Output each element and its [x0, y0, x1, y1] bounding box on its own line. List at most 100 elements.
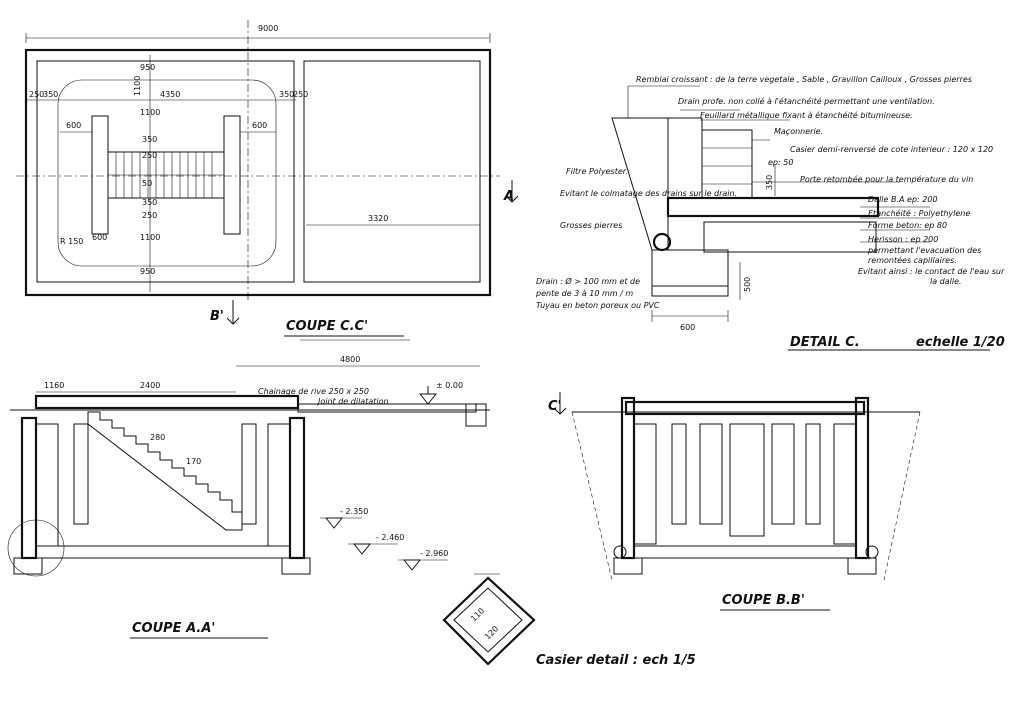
detail-drain-pipe	[652, 232, 672, 252]
aa-chainage: Chainage de rive 250 x 250	[258, 387, 369, 396]
detail-c-title: DETAIL C.	[790, 335, 860, 350]
detail-c-scale: echelle 1/20	[916, 335, 1005, 350]
note-drain2c: Tuyau en beton poreux ou PVC	[536, 301, 660, 310]
dim-350l: 350	[43, 90, 58, 99]
aa-joint: Joint de dilatation	[316, 397, 389, 406]
note-etancheite: Etanchéité : Polyethylene	[868, 208, 970, 218]
level-marker-zero	[418, 386, 438, 405]
note-drain: Drain profe. non collé à l'étanchéité pe…	[678, 96, 935, 106]
aa-top-slab	[34, 394, 300, 410]
detail-slab	[666, 196, 880, 218]
casier-dim-110: 110	[469, 606, 486, 623]
dim-detail-500: 500	[743, 277, 752, 292]
note-dalle: Dalle B.A ep: 200	[868, 195, 938, 204]
aa-terrace-slab	[297, 403, 477, 413]
section-aa-title: COUPE A.A'	[132, 621, 215, 636]
dim-600c: 600	[92, 233, 107, 242]
aa-rack-left-cross	[73, 423, 89, 525]
bb-rack-6	[833, 423, 857, 545]
plan-stair-steps	[108, 152, 224, 198]
casier-title: Casier detail : ech 1/5	[536, 653, 696, 668]
dim-4350: 4350	[160, 90, 180, 99]
bb-stair-center	[729, 423, 765, 537]
bb-rack-1	[633, 423, 657, 545]
section-marker-b-arrow	[226, 300, 240, 325]
note-herisson-4: la dalle.	[930, 277, 962, 286]
bb-rack-2	[671, 423, 687, 525]
dim-950a: 950	[140, 63, 155, 72]
detail-stone-backfill	[611, 117, 669, 251]
bb-wall-left	[620, 396, 636, 560]
note-filtre: Filtre Polyester.	[566, 167, 628, 176]
dim-350a: 350	[142, 135, 157, 144]
dim-250l: 250	[29, 90, 44, 99]
dim-1100b: 1100	[140, 233, 160, 242]
dim-50: 50	[142, 179, 152, 188]
bb-excavation-left	[571, 411, 613, 581]
note-porte: Porte retombée pour la température du vi…	[800, 174, 973, 184]
plan-view: 9000 950 1100 350 250 50 350 250 1100 95…	[16, 20, 519, 341]
aa-rack-right-brick	[267, 423, 291, 547]
dim-detail-600: 600	[680, 323, 695, 332]
aa-footing-left	[13, 557, 43, 575]
plan-dimension-lines	[16, 20, 500, 300]
casier-detail: 110 120 Casier detail : ech 1/5	[442, 573, 696, 668]
casier-dim-120: 120	[483, 624, 500, 641]
dim-1100a: 1100	[140, 108, 160, 117]
section-aa: 1160 2400 4800 280 170 Chainage de rive …	[7, 355, 567, 639]
note-remblai: Remblai croissant : de la terre vegetale…	[636, 75, 972, 84]
section-marker-a-arrow	[505, 180, 519, 203]
dim-r150: R 150	[60, 237, 83, 246]
detail-leader-lines	[627, 85, 930, 322]
note-maconnerie: Maçonnerie.	[774, 127, 823, 136]
note-herisson-3: Evitant ainsi : le contact de l'eau sur	[858, 267, 1005, 276]
note-drain2b: pente de 3 à 10 mm / m	[535, 289, 633, 298]
bb-drain-left	[613, 545, 627, 559]
aa-wall-left	[20, 416, 38, 560]
dim-250r: 250	[293, 90, 308, 99]
dim-total: 9000	[258, 24, 278, 33]
bb-footing-right	[847, 557, 877, 575]
aa-footing-right	[281, 557, 311, 575]
bb-drain-right	[865, 545, 879, 559]
detail-casier	[701, 129, 753, 199]
level-1: - 2.350	[340, 507, 368, 516]
note-drain2: Drain : Ø > 100 mm et de	[536, 276, 640, 286]
plan-outer-wall	[24, 48, 492, 297]
level-3: - 2.960	[420, 549, 448, 558]
note-feuillard: Feuillard métallique fixant à étanchéité…	[700, 110, 913, 120]
note-grosses-pierres: Grosses pierres	[560, 221, 622, 230]
bb-floor-gravel	[633, 545, 857, 559]
aa-edge-beam	[465, 403, 487, 427]
detail-casier-lines	[702, 147, 752, 185]
bb-rack-4	[771, 423, 795, 525]
casier-outer	[442, 576, 536, 666]
note-ep50: ep: 50	[768, 158, 793, 167]
section-marker-a: A	[503, 189, 514, 204]
dim-600r: 600	[252, 121, 267, 130]
dim-950b: 950	[140, 267, 155, 276]
dim-detail-350: 350	[765, 175, 774, 190]
dim-250a: 250	[142, 151, 157, 160]
section-marker-c: C'	[548, 399, 562, 414]
aa-floor-gravel	[35, 545, 291, 559]
detail-c: Remblai croissant : de la terre vegetale…	[535, 75, 1005, 351]
plan-title: COUPE C.C'	[286, 319, 368, 334]
dim-1100c: 1100	[133, 76, 142, 96]
note-filtre-detail: Evitant le colmatage des drains sur le d…	[560, 189, 737, 198]
plan-rack-outline	[57, 79, 277, 267]
bb-wall-right	[854, 396, 870, 560]
casier-inner	[453, 587, 523, 653]
detail-wall-masonry	[667, 117, 703, 199]
plan-rack-left	[91, 115, 109, 235]
dim-350r: 350	[279, 90, 294, 99]
plan-room-left	[36, 60, 295, 283]
detail-herisson	[703, 221, 877, 253]
aa-dim-1160: 1160	[44, 381, 64, 390]
aa-dim-170: 170	[186, 457, 201, 466]
aa-rack-right-cross	[241, 423, 257, 525]
level-marker-3	[402, 559, 422, 571]
aa-staircase	[87, 411, 243, 531]
